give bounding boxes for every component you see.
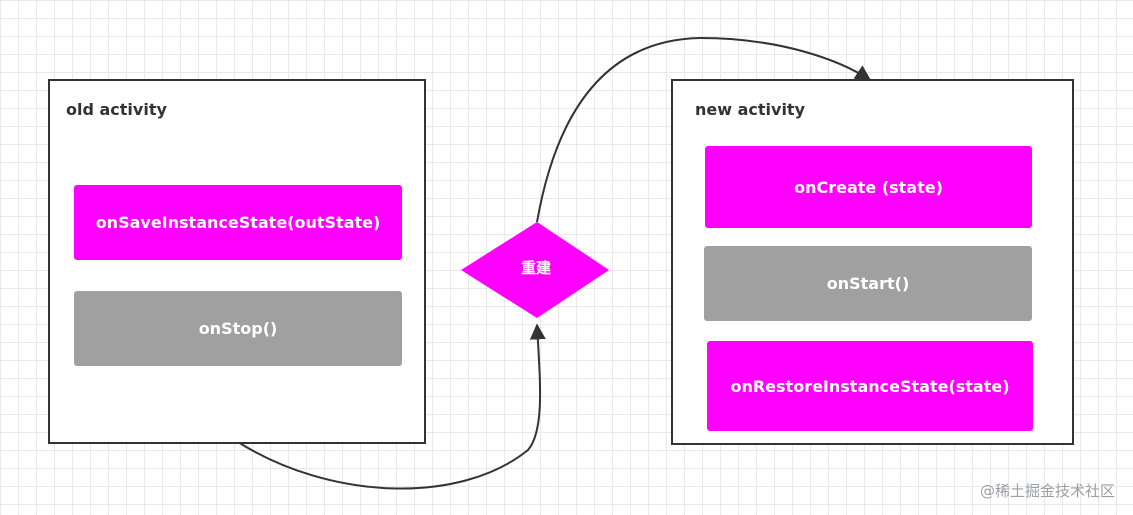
rebuild-decision-diamond bbox=[461, 222, 609, 318]
watermark-text: @稀土掘金技术社区 bbox=[979, 482, 1115, 500]
on-restore-instance-state-box: onRestoreInstanceState(state) bbox=[707, 341, 1033, 431]
new-activity-title: new activity bbox=[695, 100, 805, 119]
old-activity-panel: old activity onSaveInstanceState(outStat… bbox=[48, 79, 426, 444]
arrow-old-to-rebuild bbox=[237, 323, 546, 490]
rebuild-decision-label: 重建 bbox=[520, 259, 551, 277]
on-stop-box: onStop() bbox=[74, 291, 402, 366]
old-activity-title: old activity bbox=[66, 100, 167, 119]
on-save-instance-state-box: onSaveInstanceState(outState) bbox=[74, 185, 402, 260]
on-start-box: onStart() bbox=[704, 246, 1032, 321]
arrow-rebuild-to-new bbox=[536, 36, 872, 223]
new-activity-panel: new activity onCreate (state) onStart() … bbox=[671, 79, 1074, 445]
on-create-box: onCreate (state) bbox=[705, 146, 1032, 228]
